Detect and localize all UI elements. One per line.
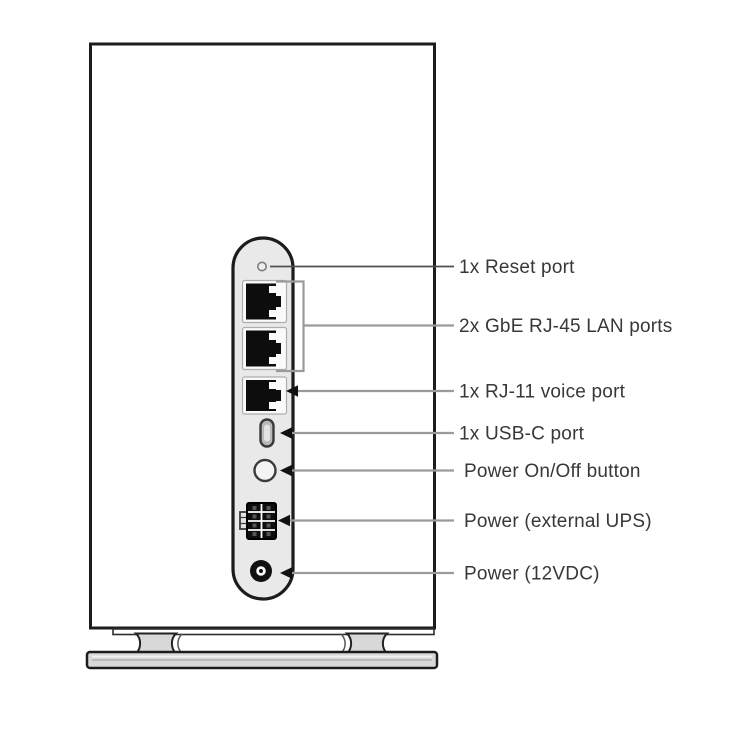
callout-lines — [270, 265, 454, 579]
rj45-port-1-icon — [241, 279, 288, 324]
arrowhead-rj11-icon — [286, 385, 298, 397]
stand-foot-right-detail — [340, 633, 346, 654]
port-panel — [231, 236, 295, 601]
callout-label-usb-c-port: 1x USB-C port — [459, 424, 585, 445]
ups-connector-icon — [239, 502, 277, 540]
arrowhead-usbc-icon — [280, 427, 292, 439]
callout-label-power-12vdc: Power (12VDC) — [464, 564, 600, 585]
callout-labels: 1x Reset port 2x GbE RJ-45 LAN ports 1x … — [459, 257, 672, 585]
arrowhead-power-button-icon — [280, 464, 292, 477]
stand-foot-right — [344, 632, 390, 655]
dc-jack-icon — [250, 560, 272, 582]
callout-label-lan-ports: 2x GbE RJ-45 LAN ports — [459, 316, 672, 337]
rj45-port-2-icon — [241, 326, 288, 371]
rj11-port-icon — [241, 376, 288, 415]
stand-foot-left — [133, 632, 179, 655]
device-underside — [112, 628, 435, 636]
callout-label-reset-port: 1x Reset port — [459, 257, 575, 278]
stand-foot-left-detail — [177, 633, 183, 654]
reset-hole-icon — [256, 261, 267, 272]
arrowhead-ups-icon — [278, 514, 290, 527]
arrowhead-dc-icon — [280, 567, 292, 579]
callout-label-power-button: Power On/Off button — [464, 461, 641, 482]
callout-label-power-external-ups: Power (external UPS) — [464, 511, 652, 532]
power-button-icon — [253, 458, 277, 483]
callout-label-rj11-voice-port: 1x RJ-11 voice port — [459, 382, 626, 403]
usb-c-port-icon — [259, 418, 275, 448]
